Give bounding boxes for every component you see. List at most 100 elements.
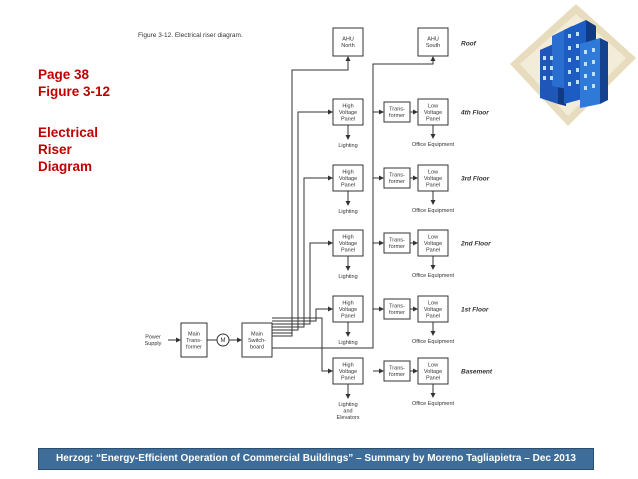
low-voltage-panel-label: Low (428, 234, 438, 240)
arrow-head (413, 368, 418, 374)
lighting-load-label: Lighting (338, 274, 357, 280)
lighting-load-label: and (343, 408, 352, 414)
low-voltage-panel-label: Voltage (424, 110, 442, 116)
slide-title-line: Electrical (38, 125, 99, 140)
low-voltage-panel-label: Panel (426, 247, 440, 253)
arrow-head (413, 306, 418, 312)
high-voltage-panel-label: Panel (341, 313, 355, 319)
low-voltage-panel-label: Voltage (424, 307, 442, 313)
office-equipment-label: Office Equipment (412, 273, 455, 279)
power-supply-label: Supply (145, 341, 162, 347)
power-supply-label: Power (145, 335, 161, 341)
low-voltage-panel-label: Low (428, 103, 438, 109)
office-equipment-label: Office Equipment (412, 339, 455, 345)
transformer-label: Trans- (389, 173, 405, 179)
arrow-head (379, 109, 384, 115)
footer-citation: Herzog: “Energy-Efficient Operation of C… (38, 448, 594, 470)
floor-label: 4th Floor (460, 109, 489, 116)
arrow-head (328, 240, 333, 246)
high-voltage-panel-label: Voltage (339, 369, 357, 375)
high-voltage-panel-label: High (342, 234, 353, 240)
low-voltage-panel-label: Voltage (424, 176, 442, 182)
arrow-head (176, 337, 181, 343)
floor-label: 2nd Floor (460, 240, 491, 247)
floor-label: 3rd Floor (461, 175, 490, 182)
main-transformer-label: former (186, 344, 202, 350)
lighting-load-label: Lighting (338, 340, 357, 346)
high-voltage-panel-label: High (342, 300, 353, 306)
main-switchboard-label: Switch- (248, 338, 266, 344)
ahu-south-label: South (426, 43, 440, 49)
arrow-head (430, 56, 436, 61)
low-voltage-panel-label: Panel (426, 375, 440, 381)
office-equipment-label: Office Equipment (412, 401, 455, 407)
arrow-head (430, 331, 436, 336)
figure-caption: Figure 3-12. Electrical riser diagram. (138, 32, 243, 39)
high-voltage-panel-label: Panel (341, 375, 355, 381)
lighting-load-label: Elevators (337, 415, 360, 421)
arrow-head (430, 134, 436, 139)
arrow-head (345, 201, 351, 206)
low-voltage-panel-label: Voltage (424, 241, 442, 247)
lighting-load-label: Lighting (338, 143, 357, 149)
office-equipment-label: Office Equipment (412, 142, 455, 148)
arrow-head (328, 109, 333, 115)
transformer-label: former (389, 244, 405, 250)
high-voltage-panel-label: Voltage (339, 307, 357, 313)
high-voltage-panel-label: High (342, 362, 353, 368)
arrow-head (413, 240, 418, 246)
slide-title: Electrical Riser Diagram (38, 124, 98, 175)
high-voltage-panel-box (332, 295, 364, 323)
slide-title-line: Riser (38, 142, 72, 157)
transformer-label: Trans- (389, 238, 405, 244)
high-voltage-panel-label: Panel (341, 247, 355, 253)
transformer-label: Trans- (389, 304, 405, 310)
main-switchboard-label: Main (251, 331, 263, 337)
ahu-south-box (417, 27, 449, 57)
arrow-head (345, 394, 351, 399)
roof-label: Roof (461, 40, 477, 47)
low-voltage-panel-label: Low (428, 300, 438, 306)
ahu-south-label: AHU (427, 37, 439, 43)
electrical-riser-diagram: Figure 3-12. Electrical riser diagram. AH… (138, 27, 493, 421)
arrow-head (430, 265, 436, 270)
arrow-head (430, 393, 436, 398)
floor-label: 1st Floor (461, 306, 489, 313)
low-voltage-panel-box (417, 357, 449, 385)
low-voltage-panel-box (417, 295, 449, 323)
high-voltage-panel-label: Voltage (339, 110, 357, 116)
arrow-head (430, 200, 436, 205)
transformer-label: former (389, 372, 405, 378)
arrow-head (328, 175, 333, 181)
high-voltage-panel-label: Panel (341, 182, 355, 188)
arrow-head (345, 56, 351, 61)
arrow-head (345, 332, 351, 337)
main-switchboard-box (241, 322, 273, 358)
low-voltage-panel-label: Low (428, 362, 438, 368)
feeder-line (272, 317, 328, 372)
arrow-head (413, 175, 418, 181)
transformer-label: former (389, 179, 405, 185)
page-reference: Page 38 (38, 67, 90, 82)
low-voltage-panel-label: Voltage (424, 369, 442, 375)
ahu-north-label: North (341, 43, 354, 49)
main-switchboard-label: board (250, 344, 264, 350)
lighting-load-label: Lighting (338, 209, 357, 215)
floor-label: Basement (461, 368, 493, 375)
arrow-head (379, 240, 384, 246)
feeder-line (272, 308, 328, 322)
ahu-feeder-line (272, 61, 349, 337)
arrow-head (379, 306, 384, 312)
slide-title-line: Diagram (38, 159, 93, 174)
low-voltage-panel-label: Low (428, 169, 438, 175)
buildings-logo-icon (510, 4, 636, 126)
transformer-label: Trans- (389, 366, 405, 372)
high-voltage-panel-label: Panel (341, 116, 355, 122)
main-transformer-label: Trans- (186, 338, 202, 344)
arrow-head (328, 368, 333, 374)
arrow-head (328, 306, 333, 312)
meter-label: M (221, 338, 226, 344)
high-voltage-panel-label: High (342, 169, 353, 175)
main-transformer-label: Main (188, 331, 200, 337)
low-voltage-panel-label: Panel (426, 182, 440, 188)
